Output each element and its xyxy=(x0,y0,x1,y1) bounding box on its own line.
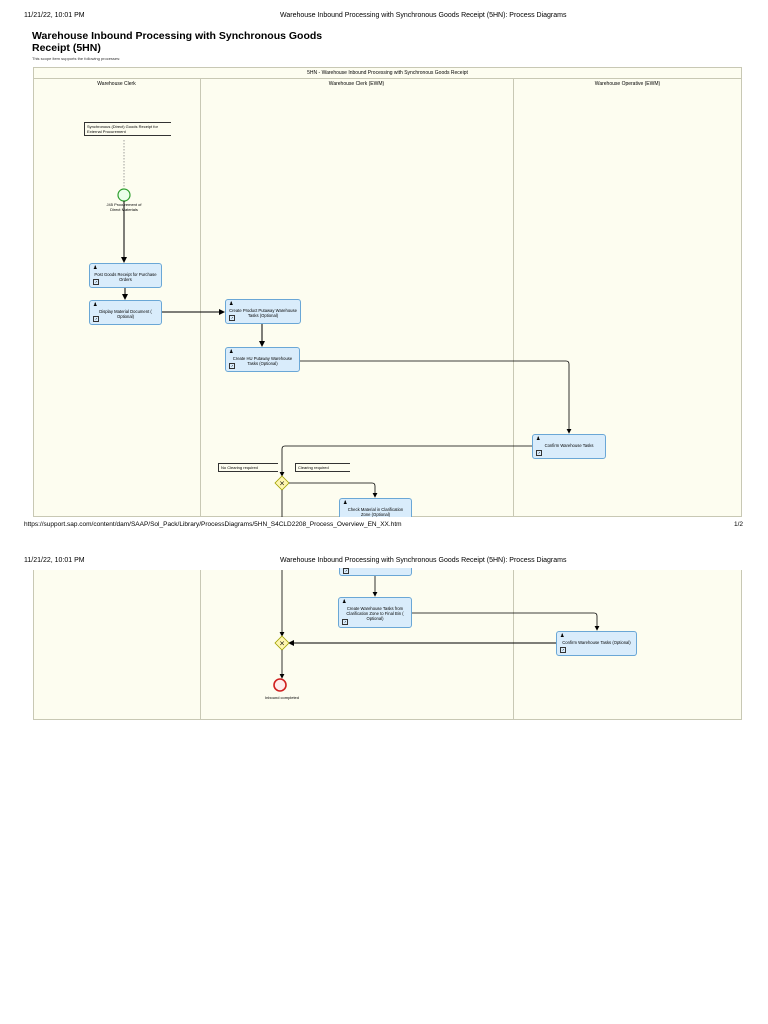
print-header-title: Warehouse Inbound Processing with Synchr… xyxy=(280,557,567,564)
page-title: Warehouse Inbound Processing with Synchr… xyxy=(32,30,323,54)
user-icon: ♟ xyxy=(229,349,234,355)
task-confirm-warehouse-tasks[interactable]: ♟ Confirm Warehouse Tasks ↗ xyxy=(532,434,606,459)
task-marker-icon: ↗ xyxy=(536,450,542,456)
pool-frame xyxy=(33,67,742,517)
task-display-material-document[interactable]: ♟ Display Material Document ( Optional) … xyxy=(89,300,162,325)
print-datetime: 11/21/22, 10:01 PM xyxy=(24,557,85,564)
lane-title-warehouse-clerk-ewm: Warehouse Clerk (EWM) xyxy=(328,81,385,87)
task-marker-icon: ↗ xyxy=(229,363,235,369)
task-label: Confirm Warehouse Tasks xyxy=(544,443,594,448)
pool-title-divider xyxy=(33,78,742,79)
lane-divider xyxy=(513,79,514,517)
sequence-flow xyxy=(289,482,378,498)
user-icon: ♟ xyxy=(560,633,565,639)
task-check-material-clarification-continued[interactable]: ↗ xyxy=(339,568,412,576)
task-label: Create Product Putaway Warehouse Tasks (… xyxy=(229,308,297,318)
user-icon: ♟ xyxy=(93,302,98,308)
task-label: Confirm Warehouse Tasks (Optional) xyxy=(562,640,631,645)
task-create-wt-clarification-to-final-bin[interactable]: ♟ Create Warehouse Tasks from Clarificat… xyxy=(338,597,412,628)
gateway-x-icon: × xyxy=(279,480,285,488)
task-label: Create Warehouse Tasks from Clarificatio… xyxy=(346,606,404,621)
lane-divider xyxy=(200,570,201,720)
footer-page-number: 1/2 xyxy=(734,521,744,528)
user-icon: ♟ xyxy=(229,301,234,307)
task-post-goods-receipt[interactable]: ♟ Post Goods Receipt for Purchase Orders… xyxy=(89,263,162,288)
task-label: Post Goods Receipt for Purchase Orders xyxy=(94,272,157,282)
task-confirm-warehouse-tasks-optional[interactable]: ♟ Confirm Warehouse Tasks (Optional) ↗ xyxy=(556,631,637,656)
gateway-x-icon: × xyxy=(279,640,285,648)
task-marker-icon: ↗ xyxy=(93,279,99,285)
task-label: Create HU Putaway Warehouse Tasks (Optio… xyxy=(232,356,293,366)
sequence-flow xyxy=(300,360,572,434)
lane-title-warehouse-operative-ewm: Warehouse Operative (EWM) xyxy=(594,81,661,87)
task-marker-icon: ↗ xyxy=(93,316,99,322)
task-label: Check Material in Clarification Zone (Op… xyxy=(347,507,404,517)
lane-title-warehouse-clerk: Warehouse Clerk xyxy=(97,81,136,87)
task-create-hu-putaway[interactable]: ♟ Create HU Putaway Warehouse Tasks (Opt… xyxy=(225,347,300,372)
pool-title: 5HN - Warehouse Inbound Processing with … xyxy=(307,70,468,76)
task-marker-icon: ↗ xyxy=(229,315,235,321)
footer-url[interactable]: https://support.sap.com/content/dam/SAAP… xyxy=(24,521,402,528)
task-marker-icon: ↗ xyxy=(560,647,566,653)
user-icon: ♟ xyxy=(342,599,347,605)
print-header-title: Warehouse Inbound Processing with Synchr… xyxy=(280,12,567,19)
sequence-flow xyxy=(412,612,600,631)
task-check-material-clarification[interactable]: ♟ Check Material in Clarification Zone (… xyxy=(339,498,412,517)
print-datetime: 11/21/22, 10:01 PM xyxy=(24,12,85,19)
annotation-no-clearing: No Clearing required xyxy=(218,463,278,472)
task-marker-icon: ↗ xyxy=(343,568,349,574)
annotation-sync-goods-receipt: Synchronous (Direct) Goods Receipt for E… xyxy=(84,122,171,136)
task-marker-icon: ↗ xyxy=(342,619,348,625)
lane-divider xyxy=(200,79,201,517)
lane-divider xyxy=(513,570,514,720)
scope-text: This scope item supports the following p… xyxy=(32,56,121,61)
sequence-flow xyxy=(279,445,532,477)
user-icon: ♟ xyxy=(343,500,348,506)
task-create-product-putaway[interactable]: ♟ Create Product Putaway Warehouse Tasks… xyxy=(225,299,301,324)
end-event-icon xyxy=(273,678,287,692)
user-icon: ♟ xyxy=(536,436,541,442)
end-event-label: Inbound completed xyxy=(264,695,300,700)
annotation-clearing-required: Clearing required xyxy=(295,463,350,472)
start-event-icon xyxy=(117,188,131,202)
user-icon: ♟ xyxy=(93,265,98,271)
task-label: Display Material Document ( Optional) xyxy=(99,309,152,319)
